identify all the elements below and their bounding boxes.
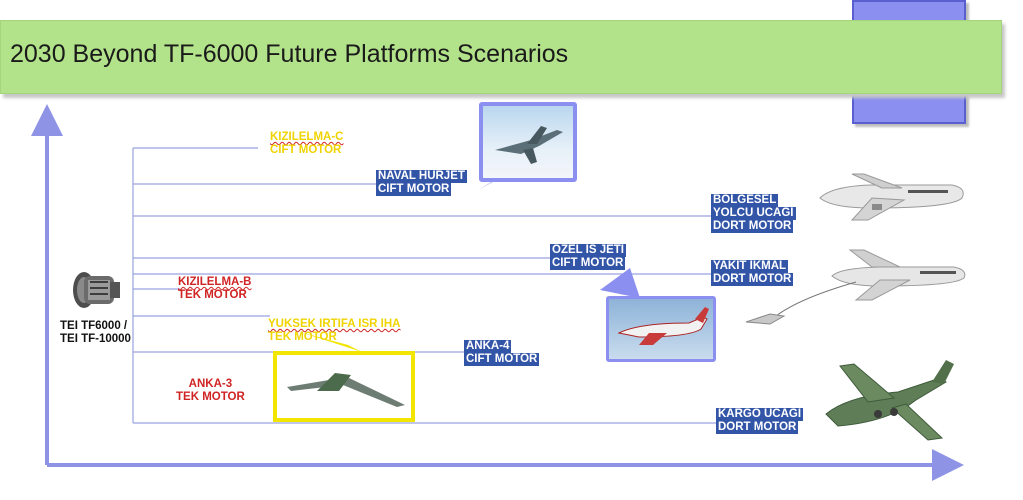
isr-uav-image xyxy=(273,351,415,422)
title-banner xyxy=(0,20,1002,94)
business-jet-image xyxy=(606,296,716,362)
callout-tail-isr xyxy=(300,332,362,352)
label-bolgesel: BOLGESEL YOLCU UCAGI DORT MOTOR xyxy=(711,194,796,233)
label-kizilelma-b: KIZILELMA-B TEK MOTOR xyxy=(178,276,252,301)
regional-airliner-image xyxy=(819,173,964,221)
naval-hurjet-image xyxy=(479,102,577,182)
engine-label: TEI TF6000 / TEI TF-10000 xyxy=(60,320,131,345)
callout-tail-jet xyxy=(600,268,640,298)
label-yakit-ikmal: YAKIT IKMAL DORT MOTOR xyxy=(711,260,794,286)
label-anka-3: ANKA-3 TEK MOTOR xyxy=(176,378,245,403)
label-kizilelma-c: KIZILELMA-C CIFT MOTOR xyxy=(270,131,344,156)
cargo-aircraft-image xyxy=(825,360,954,441)
label-naval-hurjet: NAVAL HURJET CIFT MOTOR xyxy=(376,170,467,196)
label-yuksek-irtifa: YUKSEK IRTIFA ISR IHA TEK MOTOR xyxy=(268,318,401,343)
refueling-tanker-image xyxy=(745,249,966,325)
turbofan-engine-image xyxy=(73,272,120,308)
label-ozel-is-jeti: OZEL IS JETI CIFT MOTOR xyxy=(550,244,626,270)
label-anka-4: ANKA-4 CIFT MOTOR xyxy=(464,340,540,366)
page-title: 2030 Beyond TF-6000 Future Platforms Sce… xyxy=(10,40,569,68)
label-kargo: KARGO UCAGI DORT MOTOR xyxy=(716,408,804,434)
